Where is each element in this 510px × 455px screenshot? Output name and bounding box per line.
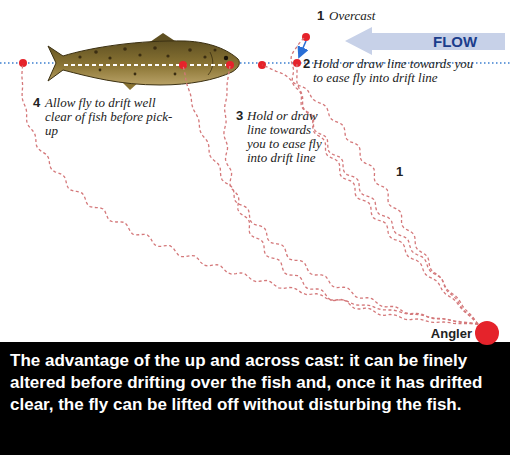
fly-line <box>183 65 478 324</box>
callout-number: 1 <box>317 8 324 23</box>
callout-number: 2 <box>303 56 310 71</box>
fish-drift-line <box>64 64 232 66</box>
note: Allow fly to drift well clear of fish be… <box>45 96 183 138</box>
fly-line <box>22 63 478 324</box>
flow-label: FLOW <box>433 33 477 50</box>
flow-arrow <box>345 27 505 55</box>
callout-number: 3 <box>236 108 243 123</box>
caption: The advantage of the up and across cast:… <box>10 350 500 416</box>
fly-line <box>262 65 478 324</box>
note: Hold or draw line towards you to ease fl… <box>313 57 485 85</box>
callout-number: 4 <box>33 95 40 110</box>
angler-circle <box>475 321 499 345</box>
caption-band: The advantage of the up and across cast:… <box>0 342 510 455</box>
angler-label: Angler <box>431 326 472 341</box>
note: Overcast <box>329 9 375 23</box>
retrieve-arrow <box>300 41 307 56</box>
trout <box>48 33 239 90</box>
fly-line <box>297 63 478 324</box>
angler-marker: Angler <box>431 321 499 345</box>
note: Hold or draw line towards you to ease fl… <box>247 109 327 165</box>
fly-positions <box>19 33 310 69</box>
callout-number: 1 <box>396 164 403 179</box>
fly-line <box>224 65 478 324</box>
